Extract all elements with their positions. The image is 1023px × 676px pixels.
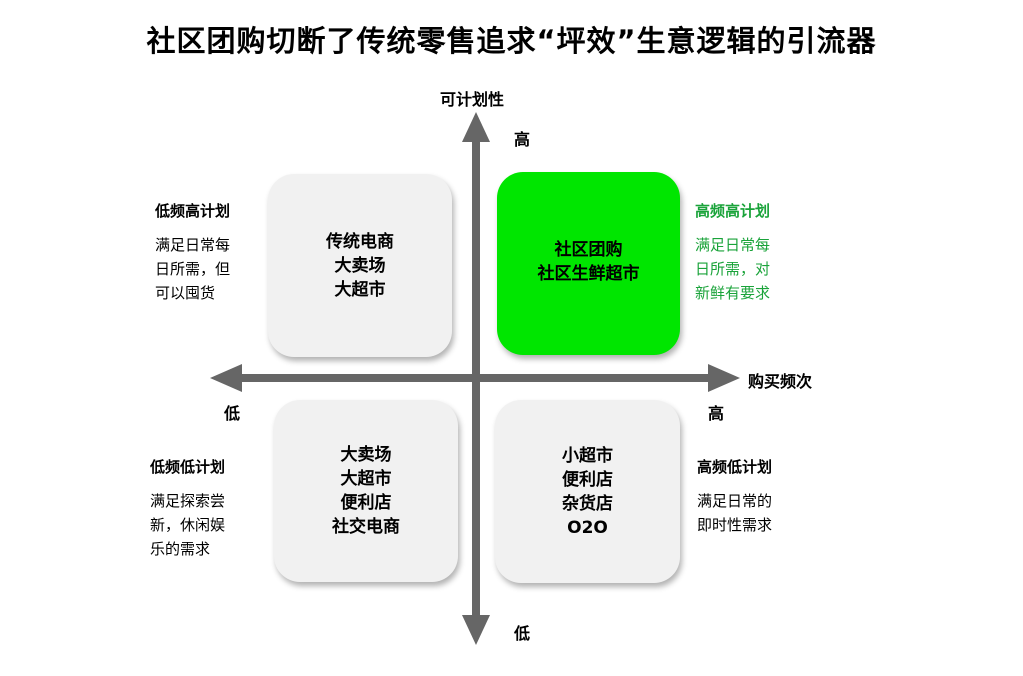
- box-item: 杂货店: [562, 493, 613, 514]
- x-axis-arrow-left: [210, 364, 242, 392]
- side-desc: 满足日常每: [695, 236, 771, 254]
- x-axis-arrow-right: [708, 364, 740, 392]
- side-desc: 即时性需求: [697, 516, 773, 534]
- side-desc: 满足探索尝: [150, 492, 226, 510]
- box-item: 大卖场: [334, 256, 386, 276]
- quadrant-box-bottom-left: 大卖场 大超市 便利店 社交电商: [274, 400, 458, 582]
- box-item: 小超市: [562, 445, 613, 466]
- quadrant-box-bottom-right: 小超市 便利店 杂货店 O2O: [495, 400, 680, 583]
- y-axis-high: 高: [514, 130, 531, 149]
- side-desc: 乐的需求: [150, 540, 211, 558]
- box-item: O2O: [567, 517, 608, 538]
- x-axis-label: 购买频次: [748, 372, 813, 391]
- box-item: 便利店: [340, 493, 392, 513]
- box-item: 大超市: [340, 469, 392, 489]
- box-item: 传统电商: [326, 232, 394, 252]
- side-note-bottom-left: 低频低计划 满足探索尝 新，休闲娱 乐的需求: [150, 456, 270, 561]
- side-note-top-left: 低频高计划 满足日常每 日所需，但 可以囤货: [155, 200, 275, 305]
- side-heading: 低频低计划: [150, 458, 226, 476]
- side-desc: 日所需，但: [155, 260, 231, 278]
- y-axis-arrow-up: [462, 112, 490, 142]
- side-heading: 低频高计划: [155, 202, 231, 220]
- side-heading: 高频低计划: [697, 458, 773, 476]
- side-desc: 满足日常每: [155, 236, 231, 254]
- box-item: 社区生鲜超市: [537, 264, 640, 284]
- y-axis-arrow-down: [462, 615, 490, 645]
- y-axis-label: 可计划性: [440, 90, 505, 109]
- box-item: 社交电商: [332, 517, 400, 537]
- box-item: 社区团购: [554, 240, 623, 260]
- box-item: 大超市: [334, 280, 386, 300]
- page-title: 社区团购切断了传统零售追求“坪效”生意逻辑的引流器: [146, 24, 877, 58]
- side-desc: 日所需，对: [695, 260, 771, 278]
- side-desc: 新，休闲娱: [150, 516, 226, 534]
- box-item: 大卖场: [340, 445, 392, 465]
- quadrant-box-top-right: 社区团购 社区生鲜超市: [497, 172, 680, 355]
- y-axis-low: 低: [514, 624, 531, 643]
- box-item: 便利店: [562, 469, 613, 490]
- x-axis-high: 高: [708, 404, 725, 423]
- quadrant-box-top-left: 传统电商 大卖场 大超市: [268, 174, 452, 357]
- side-desc: 满足日常的: [697, 492, 773, 510]
- side-note-bottom-right: 高频低计划 满足日常的 即时性需求: [697, 456, 817, 537]
- x-axis-low: 低: [224, 404, 241, 423]
- side-heading: 高频高计划: [695, 202, 771, 220]
- side-desc: 可以囤货: [155, 284, 216, 302]
- side-note-top-right: 高频高计划 满足日常每 日所需，对 新鲜有要求: [695, 200, 815, 305]
- side-desc: 新鲜有要求: [695, 284, 771, 302]
